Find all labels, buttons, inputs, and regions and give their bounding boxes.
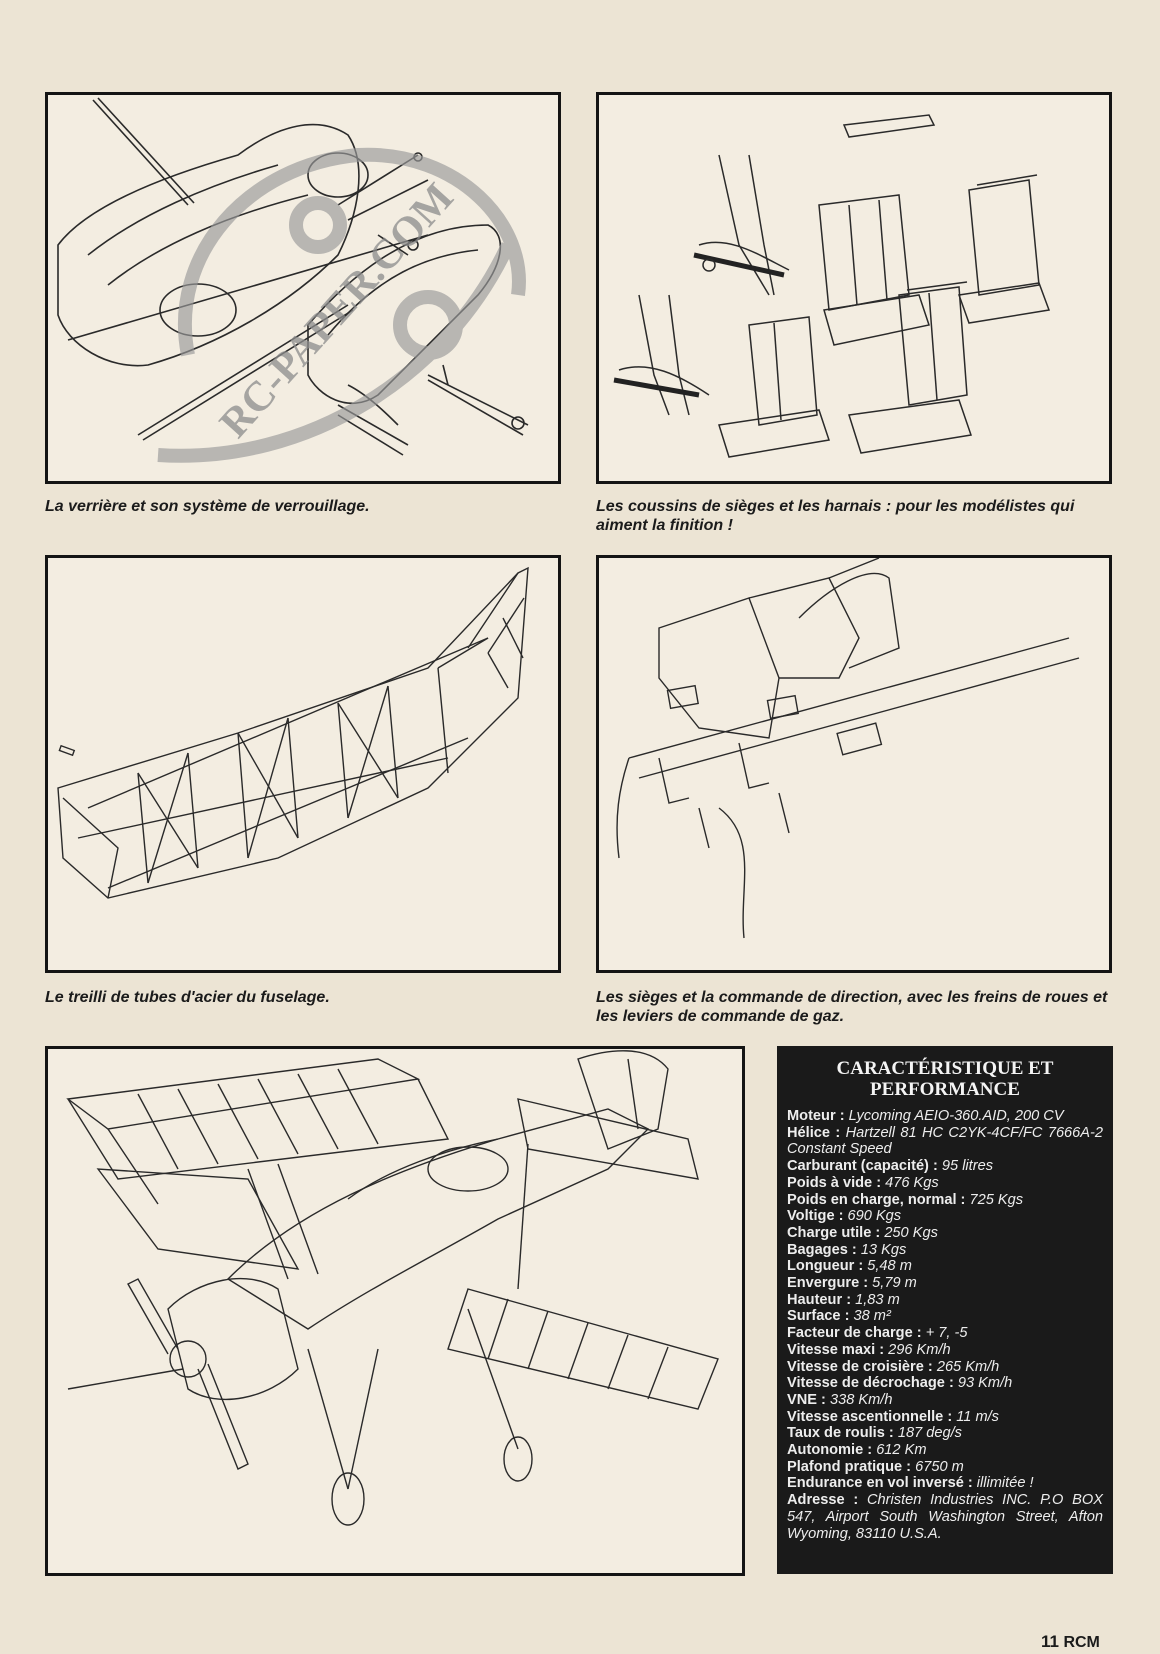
- spec-row: VNE : 338 Km/h: [787, 1391, 893, 1408]
- spec-row: Adresse : Christen Industries INC. P.O B…: [787, 1492, 1103, 1542]
- spec-row: Bagages : 13 Kgs: [787, 1241, 907, 1258]
- spec-row: Envergure : 5,79 m: [787, 1275, 917, 1292]
- spec-row: Endurance en vol inversé : illimitée !: [787, 1475, 1034, 1492]
- spec-row: Hélice : Hartzell 81 HC C2YK-4CF/FC 7666…: [787, 1124, 1103, 1158]
- specs-title: CARACTÉRISTIQUE ET PERFORMANCE: [836, 1058, 1054, 1100]
- spec-row: Vitesse maxi : 296 Km/h: [787, 1341, 951, 1358]
- spec-row: Plafond pratique : 6750 m: [787, 1458, 964, 1475]
- page-number: 11: [1041, 1632, 1059, 1651]
- aircraft-cutaway-illustration: [66, 1050, 719, 1526]
- spec-row: Vitesse de décrochage : 93 Km/h: [787, 1375, 1013, 1392]
- figure-fuselage: [45, 555, 561, 973]
- figure-seats: [596, 92, 1112, 484]
- caption-fuselage: Le treilli de tubes d'acier du fuselage.: [45, 989, 330, 1006]
- caption-seats: Les coussins de sièges et les harnais : …: [596, 498, 1075, 534]
- fuselage-truss-illustration: [57, 566, 529, 899]
- spec-row: Carburant (capacité) : 95 litres: [787, 1158, 994, 1175]
- spec-row: Longueur : 5,48 m: [787, 1258, 912, 1275]
- spec-row: Hauteur : 1,83 m: [787, 1291, 900, 1308]
- spec-row: Vitesse de croisière : 265 Km/h: [787, 1358, 1000, 1375]
- specs-list: Moteur : Lycoming AEIO-360.AID, 200 CV H…: [787, 1108, 1103, 1542]
- spec-row: Voltige : 690 Kgs: [787, 1208, 902, 1225]
- page-folio: 11 RCM: [1041, 1632, 1100, 1652]
- spec-row: Surface : 38 m²: [787, 1308, 891, 1325]
- caption-controls: Les sièges et la commande de direction, …: [596, 989, 1108, 1025]
- spec-row: Autonomie : 612 Km: [787, 1442, 927, 1459]
- specifications-box: CARACTÉRISTIQUE ET PERFORMANCE Moteur : …: [777, 1046, 1113, 1574]
- figure-controls: [596, 555, 1112, 973]
- spec-row: Poids à vide : 476 Kgs: [787, 1174, 939, 1191]
- caption-canopy: La verrière et son système de verrouilla…: [45, 498, 370, 515]
- seats-harness-illustration: [613, 114, 1051, 458]
- rudder-controls-illustration: [616, 558, 1080, 939]
- spec-row: Vitesse ascentionnelle : 11 m/s: [787, 1408, 999, 1425]
- spec-row: Poids en charge, normal : 725 Kgs: [787, 1191, 1024, 1208]
- spec-row: Charge utile : 250 Kgs: [787, 1224, 938, 1241]
- spec-row: Taux de roulis : 187 deg/s: [787, 1425, 962, 1442]
- watermark-stamp: RC-PAPER.COM: [157, 147, 526, 463]
- publication-name: RCM: [1063, 1634, 1100, 1651]
- spec-row: Facteur de charge : + 7, -5: [787, 1325, 968, 1342]
- spec-row: Moteur : Lycoming AEIO-360.AID, 200 CV: [787, 1108, 1064, 1124]
- figure-canopy: RC-PAPER.COM: [45, 92, 561, 484]
- figure-aircraft-cutaway: [45, 1046, 745, 1576]
